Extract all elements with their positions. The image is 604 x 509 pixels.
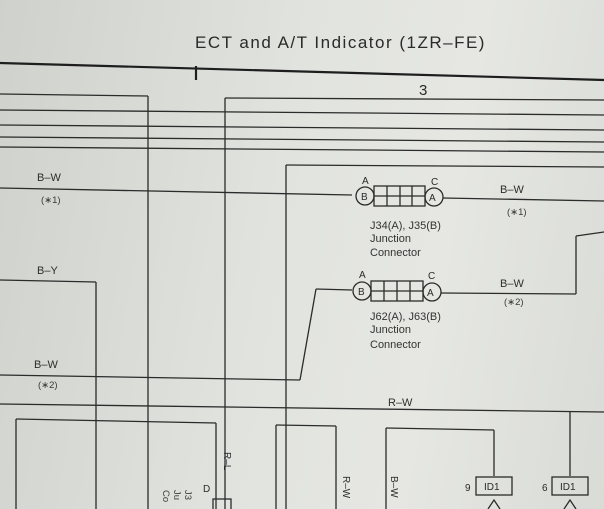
svg-text:B–W: B–W: [500, 278, 524, 290]
wire-right-bw-2: B–W (∗2): [440, 231, 604, 308]
junction-connector-j62-j63: B A A C J62(A), J63(B) Junction Connecto…: [352, 270, 442, 351]
svg-text:J62(A), J63(B): J62(A), J63(B): [370, 311, 441, 323]
wire-label-bw-2: B–W: [34, 359, 58, 371]
wire-bw-1: B–W (∗1): [0, 172, 353, 206]
wire-label-bw-vertical: B–W: [388, 476, 399, 498]
svg-text:A: A: [427, 288, 434, 299]
svg-text:6: 6: [542, 483, 548, 494]
top-bus-lines: [0, 93, 604, 509]
svg-text:ID1: ID1: [484, 482, 500, 493]
svg-text:D: D: [203, 484, 210, 495]
svg-text:C: C: [431, 177, 438, 188]
frame-top-line: [0, 61, 604, 82]
wire-note-bw-1: (∗1): [41, 195, 61, 206]
wire-by: B–Y: [0, 265, 97, 509]
svg-text:A: A: [362, 176, 369, 187]
svg-text:J34(A), J35(B): J34(A), J35(B): [370, 220, 441, 232]
svg-text:R–W: R–W: [388, 397, 413, 409]
wire-bw-2: B–W (∗2): [0, 288, 353, 391]
partial-text-co: Co: [160, 490, 171, 502]
id1-connector-left: 9 ID1: [465, 476, 513, 509]
svg-text:9: 9: [465, 483, 471, 494]
svg-text:Connector: Connector: [370, 247, 421, 259]
wire-label-rw-vertical: R–W: [340, 476, 351, 499]
svg-text:(∗1): (∗1): [507, 207, 527, 218]
svg-text:C: C: [428, 271, 435, 282]
partial-text-ju: Ju: [171, 490, 182, 500]
svg-text:ID1: ID1: [560, 482, 576, 493]
svg-text:B: B: [358, 287, 365, 298]
junction-connector-j34-j35: B A A C J34(A), J35(B) Junction Connecto…: [355, 176, 444, 259]
partial-text-j3: J3: [182, 490, 193, 500]
svg-text:B: B: [361, 192, 368, 203]
wire-note-bw-2: (∗2): [38, 380, 58, 391]
svg-text:(∗2): (∗2): [504, 297, 524, 308]
svg-text:Connector: Connector: [370, 339, 421, 351]
wire-label-by: B–Y: [37, 265, 58, 277]
svg-text:Junction: Junction: [370, 233, 411, 245]
svg-text:B–W: B–W: [500, 184, 524, 196]
connector-d: D: [203, 484, 232, 509]
page-number: 3: [419, 82, 427, 99]
wire-label-rl: R–L: [221, 452, 232, 471]
wire-feed-j34: [285, 164, 604, 509]
diagram-title: ECT and A/T Indicator (1ZR–FE): [195, 33, 486, 52]
wire-right-bw-1: B–W (∗1): [442, 184, 604, 218]
svg-text:A: A: [359, 270, 366, 281]
wire-rw-bus: R–W: [0, 397, 604, 413]
svg-text:Junction: Junction: [370, 324, 411, 336]
svg-text:A: A: [429, 193, 436, 204]
lower-frames: [15, 412, 571, 509]
wire-label-bw-1: B–W: [37, 172, 61, 184]
id1-connector-right: 6 ID1: [542, 476, 589, 509]
